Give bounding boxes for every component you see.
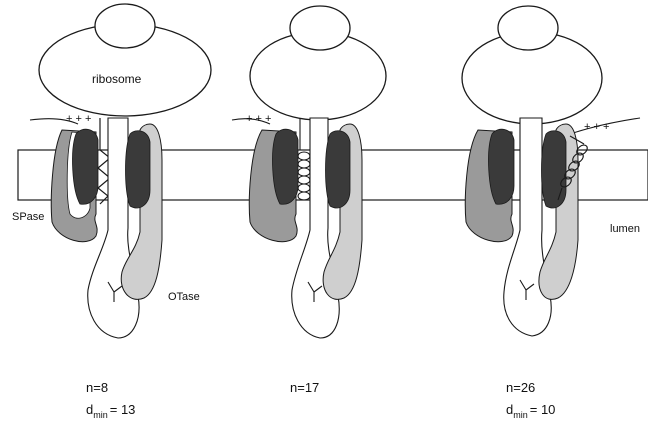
ribosome-label: ribosome xyxy=(92,72,142,86)
n-value: n=17 xyxy=(290,380,319,395)
charge-label: + + + xyxy=(66,113,91,125)
otase-label: OTase xyxy=(168,291,200,303)
n-value: n=26 xyxy=(506,380,535,395)
otase-dark-helix xyxy=(542,131,567,208)
ribosome-small-subunit xyxy=(498,6,558,50)
ribosome-small-subunit xyxy=(95,4,155,48)
panel-1: ribosome + + + SPase OTase n=8 dmin= 13 xyxy=(12,4,211,420)
ribosome-small-subunit xyxy=(290,6,350,50)
dmin-value: dmin= 13 xyxy=(86,402,135,420)
spase-dark-helix xyxy=(73,129,98,204)
otase-dark-helix xyxy=(326,131,351,208)
dmin-value: dmin= 10 xyxy=(506,402,555,420)
spase-label: SPase xyxy=(12,211,44,223)
lumen-label: lumen xyxy=(610,223,640,235)
n-value: n=8 xyxy=(86,380,108,395)
panel-3: + + + lumen n=26 dmin= 10 xyxy=(462,6,640,420)
charge-label: + + + xyxy=(584,121,609,133)
spase-dark-helix xyxy=(273,129,298,204)
charge-label: + + + xyxy=(246,113,271,125)
spase-dark-helix xyxy=(489,129,514,204)
otase-dark-helix xyxy=(126,131,151,208)
